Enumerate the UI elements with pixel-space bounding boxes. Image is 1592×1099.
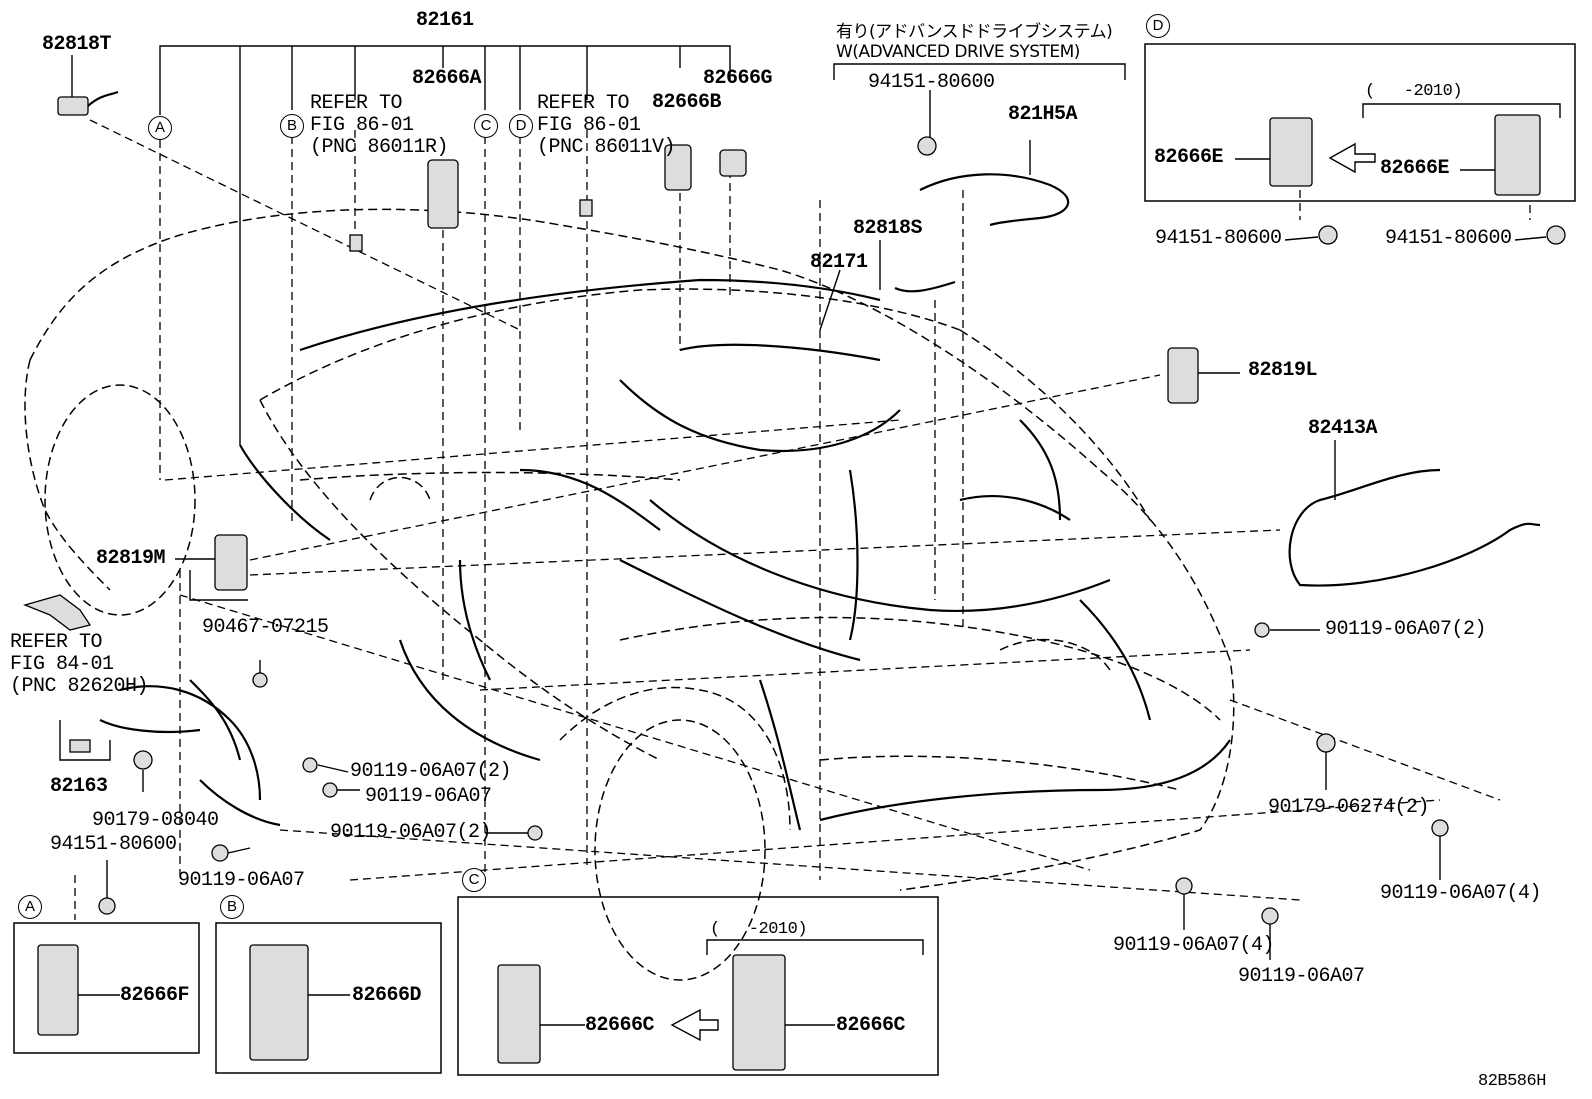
box-A: [13, 922, 200, 1054]
part-small-connector-b: [349, 234, 363, 252]
part-82666C-large: [732, 954, 786, 1071]
part-82666E-small: [1269, 117, 1313, 187]
label-82171: 82171: [810, 251, 868, 274]
diagram-code: 82B586H: [1478, 1072, 1546, 1091]
label-82666B: 82666B: [652, 91, 722, 114]
year-range-d: ( -2010): [1365, 82, 1463, 101]
part-82666E-large: [1494, 114, 1541, 196]
part-82819M-block: [214, 534, 248, 591]
fasteners: [98, 136, 1566, 960]
refer-to-86011V: REFER TO FIG 86-01 (PNC 86011V): [537, 92, 676, 159]
wire-82413A: [1288, 468, 1541, 587]
dashed-leaders: [74, 119, 1531, 920]
label-90119-06A07-a: 90119-06A07: [365, 785, 492, 808]
part-82818T-connector: [57, 96, 89, 116]
label-94151-80600-left: 94151-80600: [50, 833, 177, 856]
marker-a-box: A: [18, 895, 42, 919]
label-82666E-b: 82666E: [1380, 157, 1450, 180]
label-82666C-a: 82666C: [585, 1014, 655, 1037]
label-90119-06A07-b: 90119-06A07: [178, 869, 305, 892]
box-B: [215, 922, 442, 1074]
part-82666A-relay: [427, 159, 459, 229]
part-82666G-relay: [719, 149, 747, 177]
marker-c-box: C: [462, 868, 486, 892]
marker-d-box: D: [1146, 14, 1170, 38]
bracket-82161: [159, 45, 731, 445]
part-82666B-relay: [664, 144, 692, 191]
ads-note-jp: 有り(アドバンスドドライブシステム): [836, 22, 1113, 42]
label-82818S: 82818S: [853, 217, 923, 240]
label-82666C-b: 82666C: [836, 1014, 906, 1037]
arrow-C: [670, 1008, 719, 1042]
label-82666A: 82666A: [412, 67, 482, 90]
part-small-connector-d: [579, 199, 593, 217]
label-82163: 82163: [50, 775, 108, 798]
part-82666D: [249, 944, 309, 1061]
label-90119-06A07-2-a: 90119-06A07(2): [350, 760, 512, 783]
part-82666C-small: [497, 964, 541, 1064]
label-821H5A: 821H5A: [1008, 103, 1078, 126]
marker-a-top: A: [148, 116, 172, 140]
label-94151-80600-D1: 94151-80600: [1155, 227, 1282, 250]
year-range-c: ( -2010): [710, 920, 808, 939]
label-90119-06A07-2-right: 90119-06A07(2): [1325, 618, 1487, 641]
marker-c-top: C: [474, 114, 498, 138]
label-90467-07215: 90467-07215: [202, 616, 329, 639]
arrow-D: [1328, 142, 1376, 174]
label-90119-06A07-bottom: 90119-06A07: [1238, 965, 1365, 988]
car-body: [24, 208, 1235, 981]
label-82819L: 82819L: [1248, 359, 1318, 382]
label-94151-80600-top: 94151-80600: [868, 71, 995, 94]
label-82161: 82161: [416, 9, 474, 32]
label-90119-06A07-4-bottom: 90119-06A07(4): [1113, 934, 1275, 957]
label-82666E-a: 82666E: [1154, 146, 1224, 169]
label-90179-06274-2: 90179-06274(2): [1268, 796, 1430, 819]
box-D: [1144, 43, 1576, 202]
label-90179-08040: 90179-08040: [92, 809, 219, 832]
part-82666F: [37, 944, 79, 1036]
label-82819M: 82819M: [96, 547, 166, 570]
marker-d-top: D: [509, 114, 533, 138]
harness-wires: [239, 278, 1231, 831]
ads-note-en: W(ADVANCED DRIVE SYSTEM): [836, 42, 1080, 62]
wire-82818S: [894, 280, 956, 293]
part-82620H-bracket: [22, 594, 92, 631]
label-90119-06A07-2-b: 90119-06A07(2): [330, 821, 492, 844]
marker-b-box: B: [220, 895, 244, 919]
label-94151-80600-D2: 94151-80600: [1385, 227, 1512, 250]
label-82818T: 82818T: [42, 33, 112, 56]
marker-b-top: B: [280, 114, 304, 138]
label-82413A: 82413A: [1308, 417, 1378, 440]
part-82819L-block: [1167, 347, 1199, 404]
wire-821H5A: [919, 173, 1070, 227]
refer-to-82620H: REFER TO FIG 84-01 (PNC 82620H): [10, 631, 149, 698]
refer-to-86011R: REFER TO FIG 86-01 (PNC 86011R): [310, 92, 449, 159]
box-C: [457, 896, 939, 1076]
label-82666G: 82666G: [703, 67, 773, 90]
label-90119-06A07-4-right: 90119-06A07(4): [1380, 882, 1542, 905]
label-82666D: 82666D: [352, 984, 422, 1007]
label-82666F: 82666F: [120, 984, 190, 1007]
